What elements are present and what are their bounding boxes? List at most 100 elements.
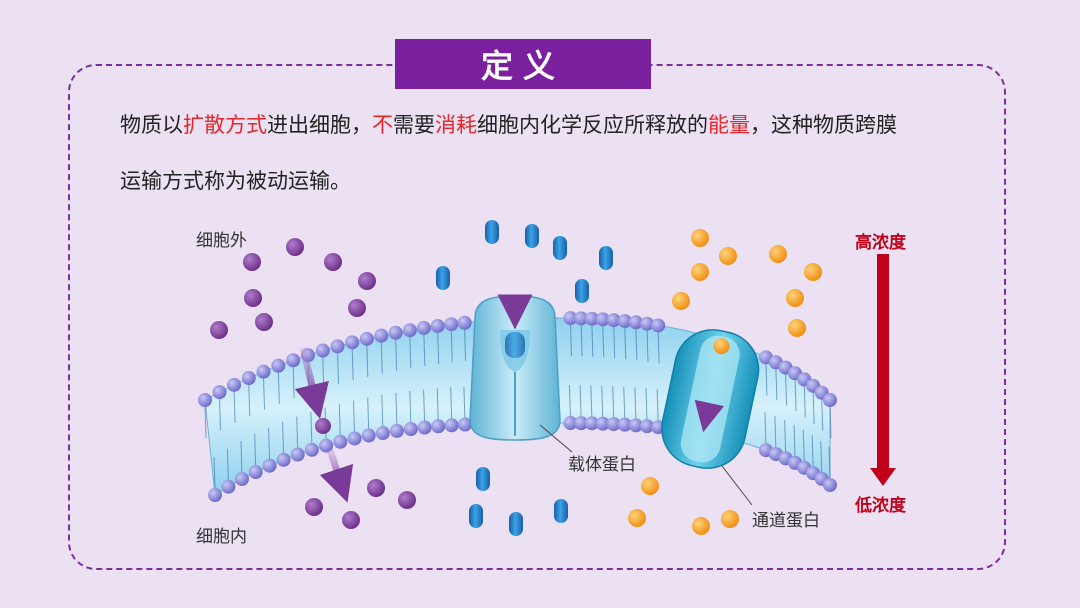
phospholipid-head	[234, 472, 249, 487]
phospholipid-head	[212, 385, 227, 400]
purple-particle	[243, 253, 261, 271]
channel-pointer	[721, 465, 753, 506]
phospholipid-head	[256, 364, 271, 379]
phospholipid-head	[276, 452, 291, 467]
label-low-concentration: 低浓度	[855, 496, 906, 516]
phospholipid-head	[262, 458, 277, 473]
purple-particle	[324, 253, 342, 271]
label-inside-cell: 细胞内	[196, 527, 247, 547]
phospholipid-head	[241, 371, 256, 386]
blue-particle	[436, 266, 450, 290]
phospholipid-head	[584, 311, 599, 326]
phospholipid-head	[444, 317, 459, 332]
phospholipid-head	[617, 417, 632, 432]
blue-particle	[554, 499, 568, 523]
orange-particle	[672, 292, 690, 310]
phospholipid-head	[617, 314, 632, 329]
blue-particle	[575, 279, 589, 303]
phospholipid-head	[431, 419, 446, 434]
orange-particle	[691, 263, 709, 281]
orange-particle	[719, 247, 737, 265]
label-high-concentration: 高浓度	[855, 233, 906, 253]
phospholipid-head	[563, 311, 578, 326]
phospholipid-head	[606, 417, 621, 432]
carrier-pointer	[539, 424, 573, 453]
phospholipid-heads-inner	[208, 416, 837, 502]
def-seg-6: 细胞内化学反应所释放的	[477, 113, 708, 137]
phospholipid-head	[361, 428, 376, 443]
phospholipid-head	[823, 393, 837, 407]
page-title: 定义	[395, 39, 651, 89]
phospholipid-head	[417, 420, 432, 435]
purple-particle	[348, 299, 366, 317]
def-seg-1: 扩散方式	[183, 113, 267, 137]
phospholipid-head	[290, 447, 305, 462]
orange-particle	[769, 245, 787, 263]
phospholipid-head	[248, 465, 263, 480]
phospholipid-head	[444, 418, 459, 433]
phospholipid-head	[375, 426, 390, 441]
phospholipid-head	[319, 438, 334, 453]
phospholipid-head	[457, 315, 472, 330]
phospholipid-head	[457, 417, 472, 432]
phospholipid-head	[430, 318, 445, 333]
phospholipid-head	[389, 423, 404, 438]
phospholipid-head	[208, 488, 222, 502]
phospholipid-head	[330, 339, 345, 354]
label-channel-protein: 通道蛋白	[752, 511, 820, 531]
phospholipid-heads-outer	[198, 311, 837, 407]
purple-particle	[367, 479, 385, 497]
channel-protein	[661, 329, 760, 469]
phospholipid-head	[286, 353, 301, 368]
phospholipid-head	[359, 331, 374, 346]
purple-particle	[286, 238, 304, 256]
phospholipid-head	[221, 479, 236, 494]
diffusing-molecule	[315, 418, 331, 434]
phospholipid-head	[345, 335, 360, 350]
def-seg-3: 不	[372, 113, 393, 137]
orange-particles	[628, 229, 822, 535]
phospholipid-head	[416, 320, 431, 335]
blue-particle	[599, 246, 613, 270]
blue-particle	[525, 224, 539, 248]
label-carrier-protein: 载体蛋白	[568, 455, 636, 475]
phospholipid-head	[227, 377, 242, 392]
phospholipid-head	[271, 358, 286, 373]
purple-particle	[398, 491, 416, 509]
orange-particle	[628, 509, 646, 527]
phospholipid-head	[304, 442, 319, 457]
phospholipid-head	[640, 419, 655, 434]
phospholipid-head	[374, 328, 389, 343]
def-seg-4: 需要	[393, 113, 435, 137]
diffusion-arrow-1	[294, 347, 329, 420]
phospholipid-head	[347, 431, 362, 446]
definition-line-2: 运输方式称为被动运输。	[120, 169, 351, 193]
def-seg-8: ，这种物质跨膜	[750, 113, 897, 137]
phospholipid-head	[595, 312, 610, 327]
phospholipid-head	[333, 434, 348, 449]
phospholipid-head	[574, 416, 589, 431]
diffusion-arrow-2	[319, 448, 354, 503]
blue-particle	[469, 504, 483, 528]
phospholipid-head	[640, 316, 655, 331]
phospholipid-head	[402, 323, 417, 338]
phospholipid-head	[823, 478, 837, 492]
carrier-protein	[469, 282, 561, 441]
purple-particle	[210, 321, 228, 339]
purple-particle	[255, 313, 273, 331]
phospholipid-head	[388, 325, 403, 340]
def-seg-0: 物质以	[120, 113, 183, 137]
phospholipid-head	[651, 318, 666, 333]
phospholipid-head	[584, 416, 599, 431]
phospholipid-head	[403, 422, 418, 437]
orange-particle	[692, 517, 710, 535]
concentration-gradient-arrow	[870, 254, 896, 486]
label-outside-cell: 细胞外	[196, 231, 247, 251]
lipid-tails	[204, 323, 832, 491]
phospholipid-head	[628, 418, 643, 433]
definition-line-1: 物质以扩散方式进出细胞，不需要消耗细胞内化学反应所释放的能量，这种物质跨膜	[120, 109, 897, 139]
blue-particle	[553, 236, 567, 260]
def-seg-7: 能量	[708, 113, 750, 137]
phospholipid-head	[606, 313, 621, 328]
